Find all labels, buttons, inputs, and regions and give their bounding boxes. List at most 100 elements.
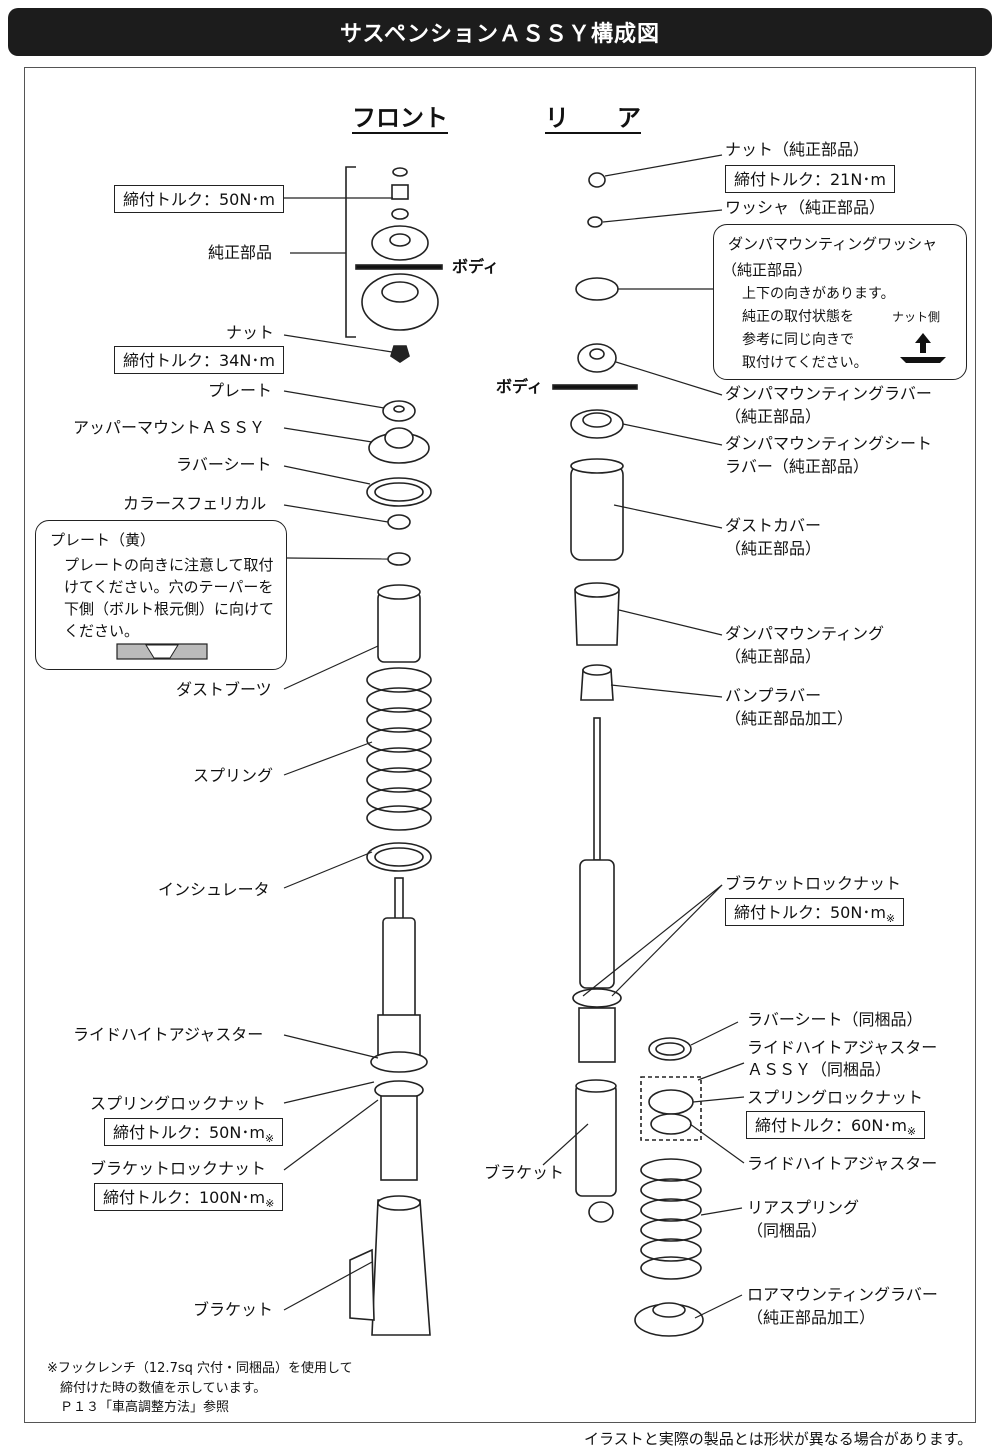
rear-spring xyxy=(640,1158,702,1280)
rear-bracket-lock-nut xyxy=(572,988,622,1008)
front-plate-label: プレート xyxy=(208,381,273,400)
rear-rod xyxy=(593,717,601,861)
washer-note-title: ダンパマウンティングワッシャ xyxy=(728,235,938,253)
front-spring xyxy=(366,667,432,831)
rear-washer xyxy=(587,216,603,228)
nut-side-arrow-icon xyxy=(900,333,946,363)
rear-heading: リ ア xyxy=(545,104,641,132)
rear-damper-mounting-label: ダンパマウンティング xyxy=(725,624,885,643)
front-ride-height-adjuster-label: ライドハイトアジャスター xyxy=(73,1025,264,1044)
nut-side-label: ナット側 xyxy=(892,310,941,324)
front-spring-lock-nut xyxy=(370,1051,428,1073)
rear-lower-mount-label: ロアマウンティングラバー xyxy=(747,1285,938,1304)
plate-note-line: プレートの向きに注意して取付 xyxy=(64,556,274,574)
rear-damper-mounting-label-2: （純正部品） xyxy=(725,647,822,666)
rear-body-label: ボディ xyxy=(496,377,543,396)
rear-nut-label: ナット（純正部品） xyxy=(725,140,870,159)
plate-orientation-icon xyxy=(116,643,208,660)
front-bracket xyxy=(371,1199,431,1336)
front-rubber-seat-label: ラバーシート xyxy=(176,455,272,474)
front-genuine-parts-label: 純正部品 xyxy=(208,243,273,262)
washer-note-line: 取付けてください。 xyxy=(742,355,868,371)
rear-seat-rubber-label: ダンパマウンティングシート xyxy=(725,434,933,453)
rear-nut xyxy=(588,172,606,188)
front-body-label: ボディ xyxy=(452,257,499,276)
rear-dust-cover xyxy=(570,464,624,561)
front-top-cap xyxy=(392,167,408,177)
rear-torque-spring-lock-nut: 締付トルク：60N･m※ xyxy=(746,1111,926,1139)
front-top-nut xyxy=(391,184,409,200)
rear-rha-assy-label-2: ＡＳＳＹ（同梱品） xyxy=(747,1060,892,1079)
front-body-line xyxy=(355,264,443,270)
footnote-line: Ｐ１３「車高調整方法」参照 xyxy=(60,1400,230,1415)
front-upper-mount-label: アッパーマウントＡＳＳＹ xyxy=(73,418,266,437)
front-dust-boots-label: ダストブーツ xyxy=(176,680,272,699)
front-bracket-label: ブラケット xyxy=(193,1300,274,1319)
rear-bracket-lock-nut-label: ブラケットロックナット xyxy=(725,874,902,893)
rear-rha-assy-label: ライドハイトアジャスター xyxy=(747,1038,938,1057)
footnote-line: 締付けた時の数値を示しています。 xyxy=(60,1381,267,1396)
rear-damper-mounting xyxy=(574,589,620,646)
front-plate-note: プレート（黄） プレートの向きに注意して取付 けてください。穴のテーパーを 下側… xyxy=(35,520,287,670)
washer-note-subtitle: （純正部品） xyxy=(722,261,813,279)
front-spring-lock-nut-label: スプリングロックナット xyxy=(90,1094,267,1113)
rear-torque-nut: 締付トルク：21N･m xyxy=(725,165,895,193)
rear-dust-cover-label: ダストカバー xyxy=(725,516,822,535)
front-heading: フロント xyxy=(352,104,448,132)
washer-note-line: 上下の向きがあります。 xyxy=(742,286,895,302)
front-torque-spring-lock-nut: 締付トルク：50N･m※ xyxy=(104,1118,284,1146)
page-title: サスペンションＡＳＳＹ構成図 xyxy=(8,8,992,56)
rear-bracket xyxy=(575,1083,617,1197)
rear-damper-body xyxy=(579,859,615,989)
rear-seat-rubber-label-2: ラバー（純正部品） xyxy=(725,457,869,476)
front-collar xyxy=(387,514,411,530)
rear-washer-note: ダンパマウンティングワッシャ （純正部品） 上下の向きがあります。 純正の取付状… xyxy=(713,224,967,380)
rear-mount-washer xyxy=(575,277,619,301)
front-collar-label: カラースフェリカル xyxy=(123,494,267,513)
rear-bracket-label: ブラケット xyxy=(484,1163,565,1182)
rear-body-line xyxy=(552,384,638,390)
front-nut xyxy=(390,345,410,363)
front-torque-top-mount: 締付トルク：50N･m xyxy=(114,185,284,213)
plate-note-line: ください。 xyxy=(64,622,140,640)
rear-dust-cover-label-2: （純正部品） xyxy=(725,539,822,558)
front-top-washer xyxy=(391,208,409,220)
rear-lower-mount-label-2: （純正部品加工） xyxy=(747,1308,876,1327)
asterisk-mark: ※ xyxy=(885,912,896,926)
rear-ride-height-adjuster-label: ライドハイトアジャスター xyxy=(747,1154,938,1173)
rear-rubber-seat-label: ラバーシート（同梱品） xyxy=(747,1010,923,1029)
front-adjuster xyxy=(377,1014,421,1058)
front-insulator-label: インシュレータ xyxy=(158,880,270,899)
front-spring-label: スプリング xyxy=(193,766,274,785)
front-torque-bracket-lock-nut: 締付トルク：100N･m※ xyxy=(94,1183,284,1211)
front-dust-boots xyxy=(377,591,421,663)
front-lower-tube xyxy=(380,1095,418,1181)
rear-adjuster xyxy=(650,1113,692,1135)
rear-bump-rubber-label: バンプラバー xyxy=(725,686,822,705)
washer-note-line: 純正の取付状態を xyxy=(742,309,854,325)
front-rod xyxy=(394,877,404,921)
rear-washer-label: ワッシャ（純正部品） xyxy=(725,198,886,217)
front-torque-nut: 締付トルク：34N･m xyxy=(114,346,284,374)
asterisk-mark: ※ xyxy=(906,1125,917,1139)
rear-bump-rubber-label-2: （純正部品加工） xyxy=(725,709,854,728)
plate-note-title: プレート（黄） xyxy=(50,531,156,549)
rear-rha-assy-outline xyxy=(640,1076,702,1141)
front-bracket-lock-nut-label: ブラケットロックナット xyxy=(90,1159,267,1178)
asterisk-mark: ※ xyxy=(264,1132,275,1146)
disclaimer: イラストと実際の製品とは形状が異なる場合があります。 xyxy=(584,1430,973,1448)
rear-mount-rubber-label-2: （純正部品） xyxy=(725,407,822,426)
rear-lower-tube xyxy=(578,1007,616,1063)
rear-torque-bracket-lock-nut: 締付トルク：50N･m※ xyxy=(725,898,905,926)
rear-spring-lock-nut-label: スプリングロックナット xyxy=(747,1088,924,1107)
plate-note-line: 下側（ボルト根元側）に向けて xyxy=(64,600,275,618)
rear-spring-label-2: （同梱品） xyxy=(747,1221,828,1240)
front-plate-yellow xyxy=(387,552,411,566)
asterisk-mark: ※ xyxy=(265,1197,275,1211)
rear-spring-label: リアスプリング xyxy=(747,1198,860,1217)
rear-spring-lock-nut xyxy=(648,1089,694,1115)
front-nut-label: ナット xyxy=(226,323,275,342)
leader-lines xyxy=(276,154,745,1319)
genuine-parts-bracket xyxy=(345,166,356,338)
